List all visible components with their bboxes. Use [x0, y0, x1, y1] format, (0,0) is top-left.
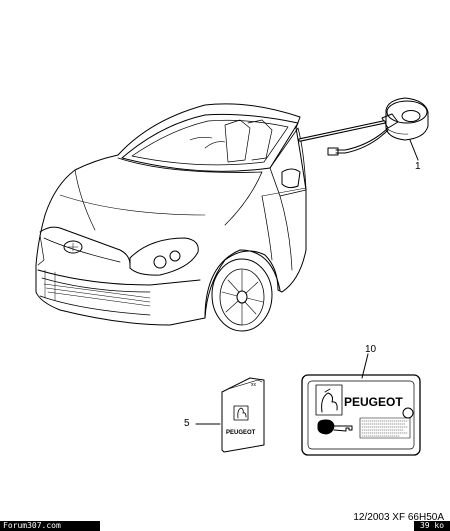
owner-booklet-part [195, 377, 265, 453]
callout-5: 5 [184, 418, 190, 429]
key-card-part [301, 353, 421, 456]
watermark-site: Forum307.com [0, 521, 100, 531]
diagram-reference: 12/2003 XF 66H50A [353, 512, 444, 523]
transponder-ring-part [298, 97, 429, 161]
car-illustration [35, 103, 307, 332]
callout-10: 10 [365, 344, 377, 355]
booklet-brand-label: PEUGEOT [226, 430, 256, 436]
file-size-label: 39 ko [414, 521, 450, 531]
callout-1: 1 [415, 161, 421, 172]
booklet-top-mark: xx [251, 382, 256, 388]
card-brand-label: PEUGEOT [344, 395, 403, 409]
